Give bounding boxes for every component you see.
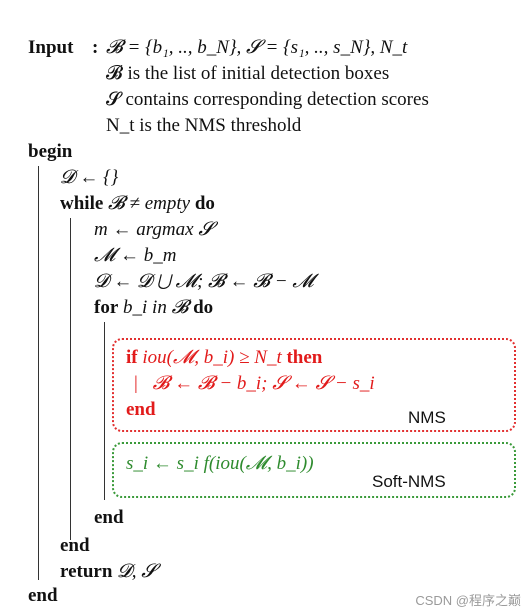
input-sets-formula: 𝓑 = {b₁, .., b_N}, 𝓢 = {s₁, .., s_N}, N_… xyxy=(106,37,408,58)
input-keyword: Input xyxy=(28,37,74,58)
input-colon: : xyxy=(92,37,99,58)
input-nt-description: N_t is the NMS threshold xyxy=(106,115,302,136)
while-line: while 𝓑 ≠ empty do xyxy=(60,192,215,216)
return-value: 𝓓, 𝓢 xyxy=(117,561,156,582)
input-s-description: 𝓢 contains corresponding detection score… xyxy=(106,89,429,110)
while-condition: 𝓑 ≠ xyxy=(108,193,145,214)
nms-label: NMS xyxy=(408,408,446,427)
end-main-keyword: end xyxy=(28,585,58,606)
return-line: return 𝓓, 𝓢 xyxy=(60,560,156,584)
nms-body-bar: | xyxy=(134,373,138,394)
for-variable: b_i xyxy=(123,297,148,318)
input-b-description: 𝓑 is the list of initial detection boxes xyxy=(106,63,390,84)
return-keyword: return xyxy=(60,561,113,582)
nms-box xyxy=(112,338,516,432)
union-line: 𝓓 ← 𝓓 ⋃ 𝓜; 𝓑 ← 𝓑 − 𝓜 xyxy=(94,271,314,292)
for-do: do xyxy=(193,297,214,318)
init-d: 𝓓 ← {} xyxy=(60,167,119,188)
begin-keyword: begin xyxy=(28,141,73,162)
nms-body-formula: 𝓑 ← 𝓑 − b_i; 𝓢 ← 𝓢 − s_i xyxy=(152,373,375,394)
while-keyword: while xyxy=(60,193,104,214)
for-line: for b_i in 𝓑 do xyxy=(94,296,213,320)
nms-if-condition: iou(𝓜, b_i) ≥ N_t xyxy=(142,347,282,368)
soft-nms-formula: s_i ← s_i f(iou(𝓜, b_i)) xyxy=(126,453,314,474)
argmax-line: m ← argmax 𝓢 xyxy=(94,219,214,240)
csdn-watermark: CSDN @程序之巅 xyxy=(415,593,521,608)
nms-body-line: | 𝓑 ← 𝓑 − b_i; 𝓢 ← 𝓢 − s_i xyxy=(134,372,375,396)
nms-if-keyword: if xyxy=(126,347,138,368)
nms-if-line: if iou(𝓜, b_i) ≥ N_t then xyxy=(126,346,322,370)
outer-block-rule xyxy=(38,166,39,580)
assign-m-line: 𝓜 ← b_m xyxy=(94,245,177,266)
end-for-keyword: end xyxy=(94,507,124,528)
while-block-rule xyxy=(70,218,71,540)
for-in: in xyxy=(152,297,167,318)
while-do: do xyxy=(194,193,215,214)
soft-nms-box xyxy=(112,442,516,498)
end-while-keyword: end xyxy=(60,535,90,556)
for-set: 𝓑 xyxy=(171,297,189,318)
for-block-rule xyxy=(104,322,105,500)
while-empty: empty xyxy=(144,193,191,214)
nms-then: then xyxy=(286,347,323,368)
soft-nms-label: Soft-NMS xyxy=(372,472,446,491)
for-keyword: for xyxy=(94,297,119,318)
nms-end-keyword: end xyxy=(126,399,156,420)
